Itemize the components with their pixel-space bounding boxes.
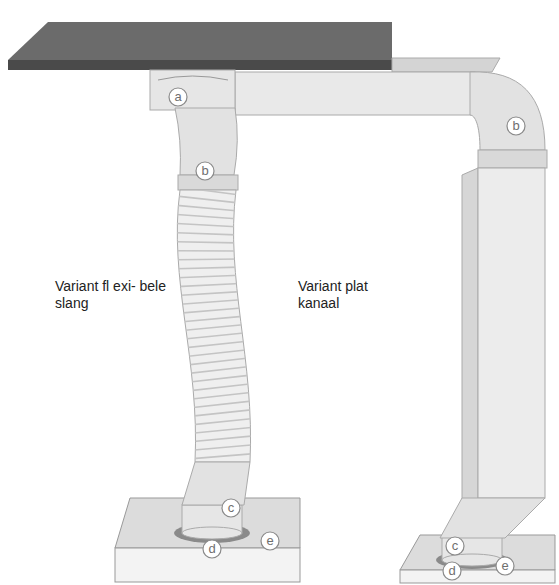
callout-letter: b bbox=[507, 117, 525, 135]
flat-duct-top bbox=[392, 58, 500, 72]
housing-detail bbox=[158, 76, 228, 80]
motor-housing bbox=[150, 70, 235, 110]
callout-letter: d bbox=[203, 540, 221, 558]
flat-duct-adapter bbox=[440, 498, 545, 538]
flat-duct-side bbox=[462, 168, 478, 505]
callout-letter: e bbox=[496, 557, 514, 575]
variant-label: Variant fl exi- bele slang bbox=[55, 278, 169, 312]
flat-duct-vertical bbox=[478, 168, 545, 498]
cooktop-front bbox=[8, 60, 392, 70]
callout-letter: c bbox=[446, 537, 464, 555]
callout-letter: c bbox=[222, 499, 240, 517]
variant-label: Variant plat kanaal bbox=[298, 278, 392, 312]
flat-duct-collar bbox=[478, 150, 547, 168]
callout-letter: b bbox=[196, 162, 214, 180]
cooktop-top bbox=[8, 22, 392, 60]
base-front-right bbox=[400, 570, 555, 583]
flat-duct-horizontal bbox=[235, 72, 475, 115]
callout-letter: e bbox=[261, 532, 279, 550]
flat-duct-elbow bbox=[470, 72, 545, 150]
flexible-hose bbox=[177, 190, 250, 462]
hose-adapter bbox=[182, 462, 250, 505]
base-top-right bbox=[400, 535, 555, 570]
callout-circles bbox=[169, 88, 525, 580]
spigot-left-rim bbox=[182, 527, 242, 539]
hose-ribs bbox=[204, 190, 222, 462]
callout-letter: d bbox=[443, 562, 461, 580]
callout-letter: a bbox=[169, 88, 187, 106]
